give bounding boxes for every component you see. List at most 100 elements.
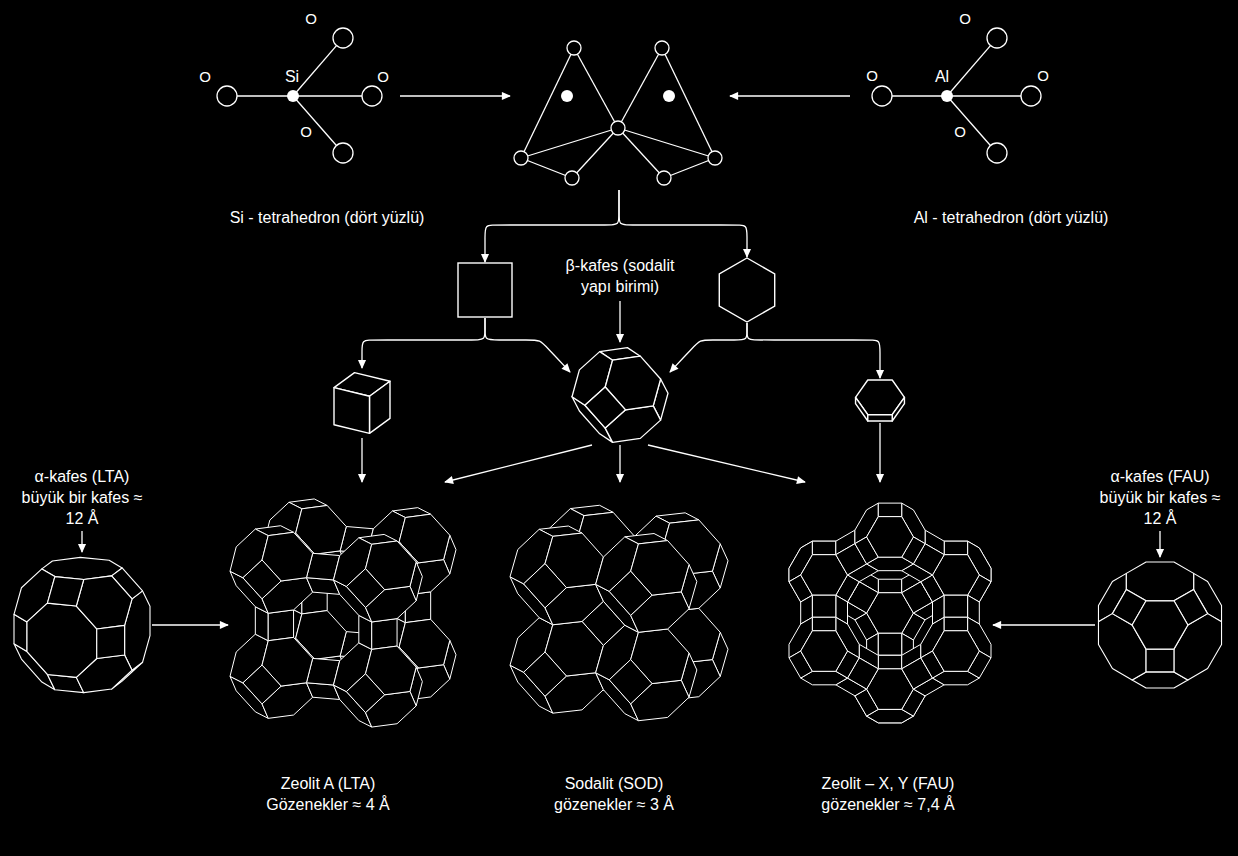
polyhedron-face	[524, 564, 567, 608]
polyhedron-face	[944, 541, 967, 555]
polyhedron-face	[346, 569, 384, 608]
arrow-connector	[879, 423, 880, 482]
oxygen-atom	[872, 86, 892, 106]
figure-caption: Zeolit – X, Y (FAU) gözenekler ≈ 7,4 Å	[811, 773, 966, 815]
polyhedron-drawing	[230, 499, 456, 727]
central-atom	[941, 90, 953, 102]
tetrahedron-edge	[618, 128, 715, 158]
tetrahedron-edge	[664, 158, 715, 178]
atom-label: Al	[935, 66, 949, 87]
polyhedron-face	[868, 415, 892, 421]
tetrahedron-edge	[521, 158, 572, 178]
bond-line	[293, 96, 336, 145]
text-holder: O	[945, 121, 975, 142]
polyhedron-face	[243, 665, 281, 704]
polyhedron-face	[97, 625, 125, 658]
polyhedron-drawing	[1098, 562, 1221, 688]
figure-caption: Sodalit (SOD) gözenekler ≈ 3 Å	[544, 773, 684, 815]
polyhedron-face	[1132, 601, 1188, 649]
oxygen-atom	[565, 171, 579, 185]
figure-drawing	[508, 482, 730, 744]
central-atom	[663, 90, 675, 102]
polyhedron-drawing	[572, 348, 668, 443]
polyhedron-drawing	[510, 505, 728, 720]
figure-drawing	[228, 482, 458, 744]
figure-caption: Si - tetrahedron (dört yüzlü)	[230, 207, 425, 228]
text-holder: Sodalit (SOD) gözenekler ≈ 3 Å	[544, 773, 684, 815]
oxygen-atom	[362, 86, 382, 106]
polyhedron-face	[892, 397, 904, 421]
polyhedron-face	[524, 652, 567, 696]
text-holder: α-kafes (FAU) büyük bir kafes ≈ 12 Å	[1098, 466, 1222, 529]
double-tetrahedron	[510, 35, 730, 190]
tetrahedron-edge	[618, 48, 662, 128]
arrow-connector	[648, 445, 805, 482]
polyhedron-drawing	[14, 557, 150, 692]
polyhedron-face	[372, 619, 397, 650]
leader-arrow	[81, 531, 82, 552]
oxygen-atom	[217, 86, 237, 106]
text-holder: Zeolit – X, Y (FAU) gözenekler ≈ 7,4 Å	[811, 773, 966, 815]
tetrahedron-edge	[521, 128, 618, 158]
bond-line	[293, 95, 362, 96]
polyhedron-face	[76, 576, 132, 629]
four-ring	[457, 262, 513, 318]
polyhedron-face	[856, 397, 868, 421]
text-holder: O	[190, 66, 220, 87]
figure-caption: Zeolit A (LTA) Gözenekler ≈ 4 Å	[258, 773, 398, 815]
polyhedron-face	[1146, 649, 1174, 672]
arrow-connector	[362, 318, 485, 368]
oxygen-atom	[333, 28, 353, 48]
bond-line	[237, 95, 293, 96]
arrow-connector	[670, 323, 747, 372]
polyhedron-face	[944, 617, 967, 631]
tetrahedron-edge	[521, 48, 574, 158]
figure-drawing	[714, 257, 780, 323]
oxygen-atom	[708, 151, 722, 165]
text-holder: Al - tetrahedron (dört yüzlü)	[861, 207, 1161, 228]
polyhedron-face	[878, 655, 901, 669]
polyhedron-face	[585, 387, 626, 428]
bond-line	[892, 95, 947, 96]
oxygen-atom	[987, 143, 1007, 163]
oxygen-atom	[657, 171, 671, 185]
polyhedron-face	[268, 610, 293, 641]
polyhedron-face	[878, 633, 901, 655]
polyhedron-face	[812, 541, 835, 555]
polyhedron-face	[867, 517, 914, 558]
atom-label: Si	[285, 66, 299, 87]
text-holder: β-kafes (sodalit yapı birimi)	[555, 255, 685, 297]
figure-drawing	[457, 262, 513, 318]
connector-group	[152, 96, 1095, 625]
six-ring	[714, 257, 780, 323]
oxygen-atom	[611, 121, 625, 135]
arrow-connector	[400, 95, 510, 96]
polyhedron-face	[370, 381, 391, 433]
oxygen-atom	[1021, 86, 1041, 106]
figure-caption: α-kafes (LTA) büyük bir kafes ≈ 12 Å	[20, 466, 144, 529]
atom-label: O	[866, 65, 878, 86]
arrow-connector	[747, 323, 880, 378]
double-six-ring	[835, 378, 925, 423]
polyhedron-face	[609, 571, 652, 615]
tetrahedron-edge	[574, 48, 618, 128]
polyhedron-drawing	[856, 380, 905, 421]
figure-caption: Al - tetrahedron (dört yüzlü)	[914, 207, 1109, 228]
arrow-connector	[730, 95, 850, 96]
text-holder: Al	[925, 66, 959, 87]
oxygen-atom	[333, 143, 353, 163]
polyhedron-face	[334, 388, 370, 434]
bond-line	[947, 95, 1021, 96]
atom-label: O	[1037, 65, 1049, 86]
atom-label: O	[954, 121, 966, 142]
text-holder: Zeolit A (LTA) Gözenekler ≈ 4 Å	[258, 773, 398, 815]
polyhedron-face	[47, 577, 83, 606]
arrow-connector	[152, 624, 228, 625]
leader-arrow	[619, 301, 620, 342]
polyhedron-face	[878, 579, 901, 593]
polyhedron-face	[944, 595, 967, 617]
alpha-cage-lta: α-kafes (LTA) büyük bir kafes ≈ 12 Å	[12, 555, 152, 695]
beta-cage: β-kafes (sodalit yapı birimi)	[570, 345, 670, 445]
text-holder: O	[296, 8, 326, 29]
